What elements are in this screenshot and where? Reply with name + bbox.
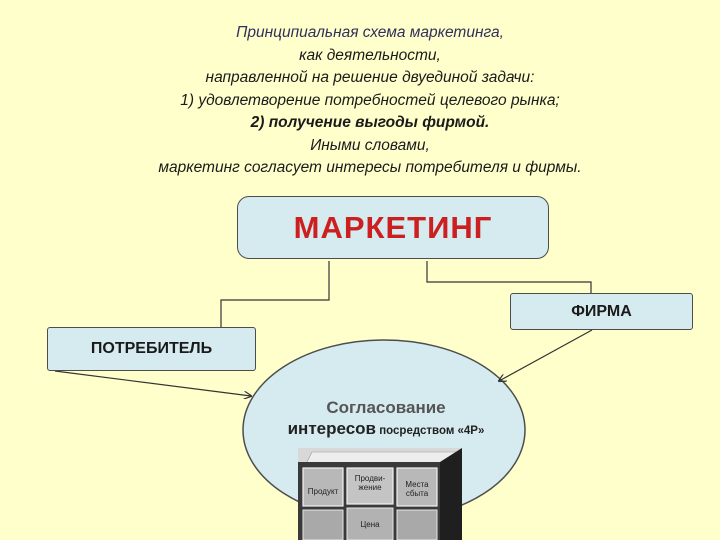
cube-label-price: Цена: [360, 520, 380, 529]
heading-line-7: маркетинг согласует интересы потребителя…: [158, 159, 582, 176]
diagram-heading: Принципиальная схема маркетинга, как дея…: [60, 22, 680, 180]
cube-label-promotion: Продви- жение: [354, 474, 386, 492]
marketing-box: МАРКЕТИНГ: [237, 196, 549, 259]
arrow-consumer-to-ellipse: [54, 370, 251, 396]
cube-label-place: Места сбыта: [405, 480, 429, 498]
heading-line-3: направленной на решение двуединой задачи…: [205, 69, 535, 86]
heading-line-1: Принципиальная схема маркетинга,: [236, 24, 504, 41]
heading-line-4: 1) удовлетворение потребностей целевого …: [180, 91, 560, 109]
consumer-box: ПОТРЕБИТЕЛЬ: [47, 327, 256, 371]
agreement-line-2: интересов посредством «4Р»: [246, 418, 526, 442]
connector-marketing-consumer: [220, 261, 330, 327]
agreement-line-1: Согласование: [326, 398, 446, 417]
heading-line-6: Иными словами,: [310, 136, 430, 154]
cube-label-product: Продукт: [307, 487, 339, 496]
heading-line-5: 2) получение выгоды фирмой.: [250, 114, 490, 131]
four-p-cube-image: [298, 448, 462, 540]
agreement-text: Согласование интересов посредством «4Р»: [246, 398, 526, 442]
arrow-firm-to-ellipse: [499, 329, 593, 381]
agreement-line-2-suffix: посредством «4Р»: [376, 425, 485, 437]
firm-box: ФИРМА: [510, 293, 693, 330]
heading-line-2: как деятельности,: [299, 46, 441, 64]
connector-marketing-firm: [426, 261, 592, 293]
agreement-line-2-main: интересов: [287, 419, 377, 438]
